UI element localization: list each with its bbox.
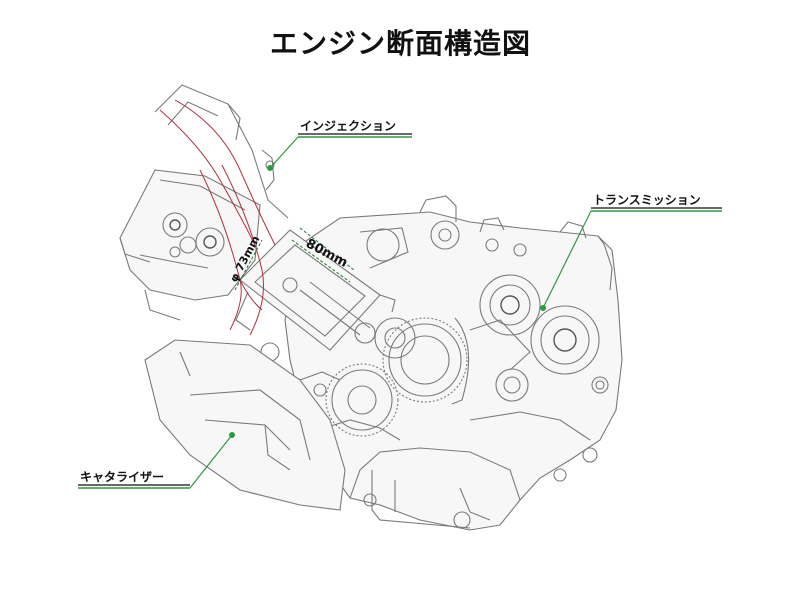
leader-dot-injection bbox=[267, 165, 273, 171]
callout-transmission: トランスミッション bbox=[540, 193, 722, 311]
callout-injection: インジェクション bbox=[267, 119, 412, 171]
exhaust-catalyzer bbox=[144, 339, 346, 511]
label-transmission: トランスミッション bbox=[593, 193, 701, 207]
intake-tract bbox=[154, 84, 289, 219]
transmission-gears bbox=[430, 220, 600, 402]
label-injection: インジェクション bbox=[300, 119, 396, 133]
leader-dot-catalyzer bbox=[229, 432, 235, 438]
label-catalyzer: キャタライザー bbox=[80, 470, 164, 484]
page-title: エンジン断面構造図 bbox=[269, 27, 531, 60]
intake-port-outline bbox=[159, 99, 276, 336]
clutch-gears bbox=[260, 317, 470, 437]
callout-catalyzer: キャタライザー bbox=[78, 432, 235, 489]
cylinder-head bbox=[119, 169, 261, 321]
cylinder-and-piston bbox=[235, 227, 409, 351]
leader-dot-transmission bbox=[540, 305, 546, 311]
